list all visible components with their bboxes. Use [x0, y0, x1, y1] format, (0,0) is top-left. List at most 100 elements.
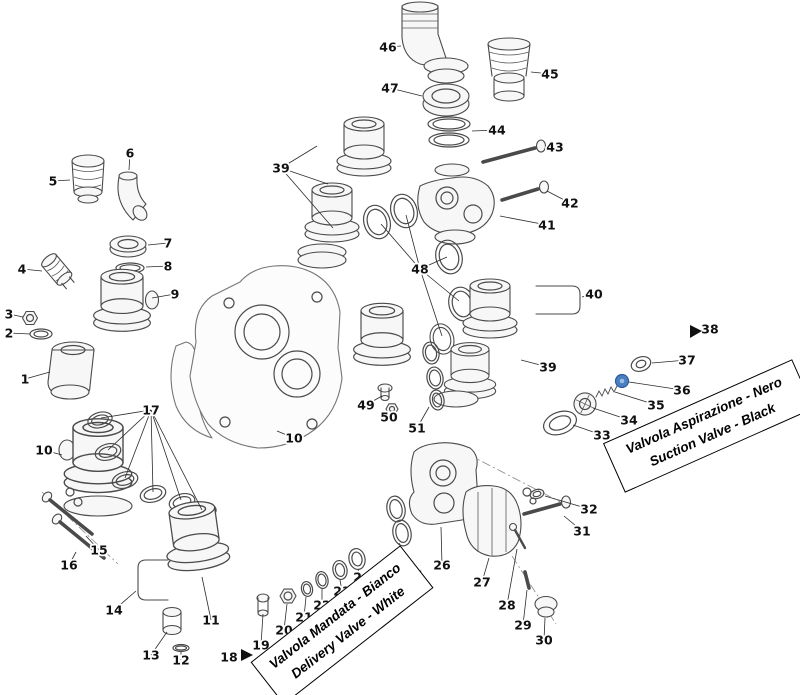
part-number-29: 29	[514, 618, 531, 633]
leader-line-9	[151, 293, 176, 299]
part-number-41: 41	[538, 218, 555, 233]
part-number-31: 31	[573, 524, 590, 539]
leader-line-13	[150, 631, 168, 656]
leader-line-17	[150, 409, 154, 493]
part-uclip-40	[535, 285, 581, 315]
leader-line-46	[387, 45, 402, 48]
pointer-triangle-38	[690, 325, 702, 338]
leader-line-19	[260, 613, 264, 646]
leader-line-48	[380, 223, 421, 270]
part-number-17: 17	[142, 403, 159, 418]
leader-line-27	[481, 557, 490, 583]
part-number-16: 16	[60, 558, 78, 573]
leader-line-15	[85, 535, 100, 551]
leader-line-29	[522, 589, 528, 626]
leader-line-45	[530, 71, 551, 75]
leader-line-47	[389, 87, 423, 97]
part-screw-43	[481, 139, 547, 164]
part-number-18: 18	[220, 650, 237, 665]
leader-line-17	[150, 409, 203, 511]
part-screw-28	[508, 522, 527, 550]
part-number-10-left: 10	[35, 443, 53, 458]
leader-line-48	[419, 256, 448, 270]
part-screw-42	[500, 180, 550, 202]
leader-line-39-top	[280, 145, 318, 169]
leader-line-30	[543, 617, 546, 641]
leader-line-31	[563, 515, 583, 532]
part-number-13: 13	[142, 648, 159, 663]
part-number-30: 30	[535, 633, 553, 648]
leader-line-41	[499, 215, 548, 226]
part-number-28: 28	[498, 598, 515, 613]
part-number-46: 46	[379, 40, 397, 55]
part-ring-nut	[422, 83, 470, 117]
part-number-37: 37	[678, 353, 695, 368]
part-number-35: 35	[647, 398, 664, 413]
part-number-38: 38	[701, 322, 718, 337]
part-number-50: 50	[380, 410, 398, 425]
valve-group-top-left	[297, 116, 392, 269]
part-cover-27	[462, 485, 537, 557]
part-number-4: 4	[18, 262, 27, 277]
leader-line-49	[365, 395, 383, 406]
part-number-9: 9	[171, 287, 180, 302]
part-number-5: 5	[49, 174, 58, 189]
part-fitting-4	[41, 253, 75, 290]
leader-line-1	[24, 371, 51, 380]
leader-line-35	[614, 391, 657, 406]
leader-line-39-top	[280, 167, 334, 229]
part-cap-30	[534, 595, 558, 618]
leader-line-7	[147, 242, 169, 246]
leader-line-48	[419, 268, 443, 337]
leader-line-17	[124, 409, 152, 479]
leader-line-8	[145, 265, 169, 268]
part-number-42: 42	[561, 196, 578, 211]
part-number-48: 48	[411, 262, 428, 277]
leader-line-44	[471, 129, 498, 132]
leader-line-50	[388, 411, 392, 418]
leader-line-28	[506, 548, 518, 606]
part-oring-12	[172, 643, 190, 653]
leader-line-4	[21, 268, 43, 272]
part-number-51: 51	[408, 421, 425, 436]
part-number-47: 47	[381, 81, 398, 96]
leader-line-48	[419, 268, 460, 302]
part-valve-body-11	[159, 497, 232, 575]
part-number-44: 44	[488, 123, 506, 138]
part-hose-adapter	[487, 37, 531, 102]
part-ring-2	[29, 328, 53, 340]
part-number-2: 2	[5, 326, 14, 341]
pump-body	[170, 265, 343, 449]
leader-line-43	[545, 146, 556, 150]
part-number-3: 3	[5, 307, 14, 322]
part-washer-32	[529, 488, 545, 500]
delivery-valve-kit	[256, 547, 366, 617]
part-number-45: 45	[541, 67, 558, 82]
part-number-39-right: 39	[539, 360, 556, 375]
part-screw-31	[522, 495, 572, 516]
leader-line-10-left	[43, 449, 63, 456]
leader-line-48	[405, 214, 421, 270]
part-number-36: 36	[673, 383, 691, 398]
leader-line-17	[107, 409, 152, 451]
part-number-1: 1	[21, 372, 30, 387]
ring-cluster-25	[386, 495, 412, 547]
leader-line-5	[52, 179, 71, 182]
leader-line-36	[628, 381, 683, 391]
part-number-12: 12	[172, 653, 189, 668]
leader-line-21	[303, 596, 307, 618]
part-valve-body-10	[58, 418, 133, 517]
part-number-14: 14	[105, 603, 123, 618]
leader-line-26	[440, 526, 443, 566]
part-number-49: 49	[357, 398, 374, 413]
part-screw-15	[41, 487, 94, 536]
part-gaskets-44	[427, 116, 471, 148]
part-stud-16	[51, 497, 106, 560]
part-number-15: 15	[90, 543, 107, 558]
part-manifold	[417, 163, 495, 245]
leader-line-11	[201, 576, 212, 621]
part-number-8: 8	[164, 259, 173, 274]
leader-line-34	[592, 407, 630, 421]
part-elbow-6	[117, 171, 148, 221]
part-nut-7	[109, 235, 147, 258]
